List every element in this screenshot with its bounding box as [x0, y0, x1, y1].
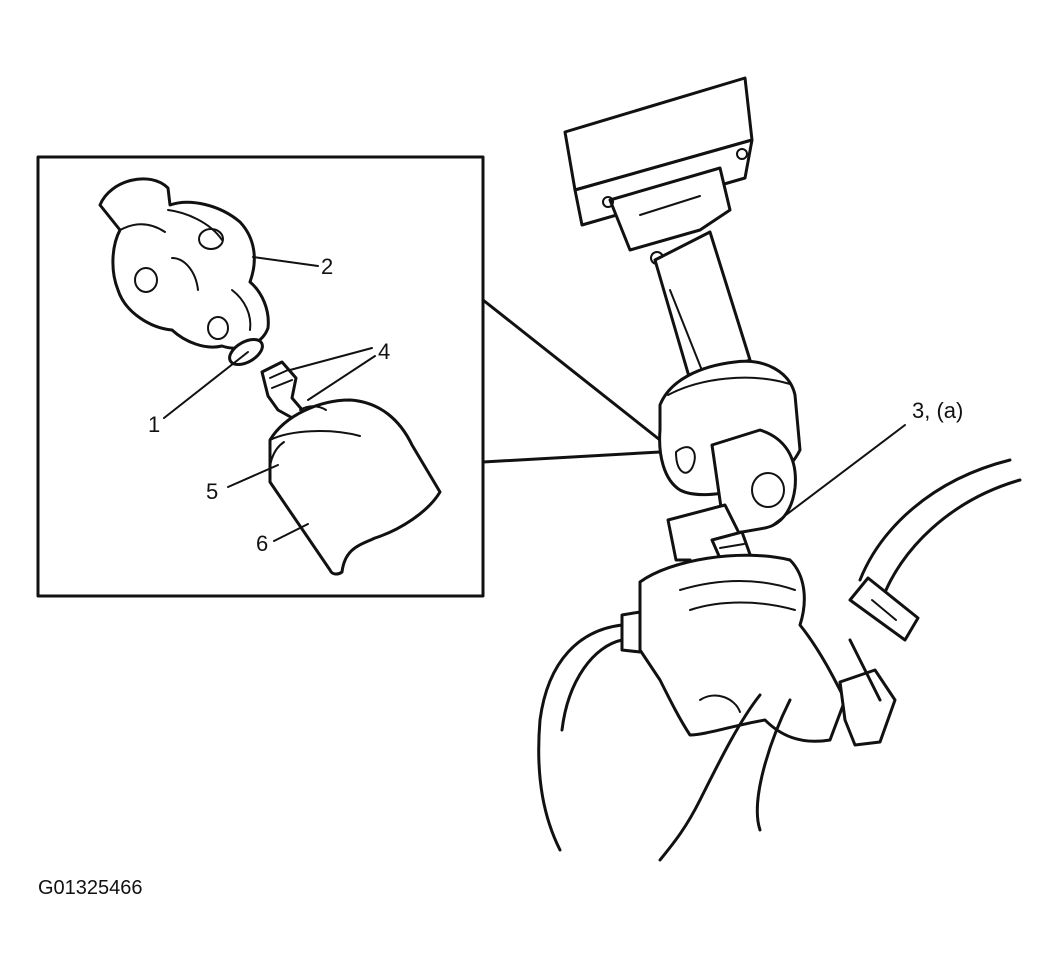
figure-code: G01325466 — [38, 877, 143, 899]
callout-2: 2 — [321, 254, 333, 279]
leader-4a — [289, 347, 373, 371]
fluid-line — [537, 458, 1022, 862]
callout-1: 1 — [148, 412, 160, 437]
leader-6 — [273, 523, 309, 542]
leader-3 — [769, 424, 906, 528]
callout-3: 3, (a) — [912, 398, 963, 423]
intermediate-shaft — [653, 230, 752, 382]
leader-1 — [163, 351, 249, 419]
callout-4: 4 — [378, 339, 390, 364]
inset-leader-top — [481, 298, 662, 442]
inset-shaft-spline — [260, 360, 306, 422]
main-universal-joint — [658, 359, 802, 537]
inset-leader-bottom — [481, 450, 662, 464]
inset-gear-housing — [268, 398, 442, 576]
callout-5: 5 — [206, 479, 218, 504]
leader-2 — [252, 256, 319, 267]
main-view — [537, 76, 1022, 862]
inset-frame — [36, 155, 485, 598]
steering-gear-box — [620, 553, 897, 747]
leader-5 — [227, 464, 279, 488]
detail-inset — [36, 155, 662, 598]
callout-6: 6 — [256, 531, 268, 556]
leader-4b — [307, 355, 376, 401]
steering-column-end — [563, 76, 754, 265]
inset-universal-joint — [98, 177, 270, 366]
